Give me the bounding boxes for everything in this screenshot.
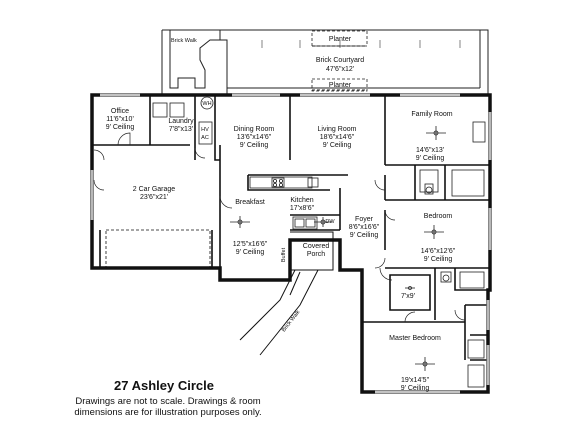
foyer-dim: 8'6"x16'6": [349, 224, 380, 231]
planter-top: [311, 30, 368, 47]
living-ceiling: 9' Ceiling: [323, 142, 352, 149]
address-title: 27 Ashley Circle: [114, 378, 214, 393]
planter-top-label: Planter: [329, 36, 352, 43]
laundry-name: Laundry: [168, 118, 194, 125]
bedroom-name: Bedroom: [424, 213, 453, 220]
hvac-label-2: AC: [201, 135, 209, 141]
kitchen-name: Kitchen: [290, 197, 313, 204]
office-ceiling: 9' Ceiling: [106, 124, 135, 131]
breakfast-ceiling: 9' Ceiling: [236, 249, 265, 256]
buffet-label: Buffet: [281, 247, 287, 262]
master-dim: 19'x14'5": [401, 377, 430, 384]
hvac-label-1: HV: [201, 127, 209, 133]
garage-door-outline: [105, 229, 211, 269]
breakfast-name: Breakfast: [235, 199, 265, 206]
dining-dim: 13'6"x14'6": [237, 134, 272, 141]
dining-name: Dining Room: [234, 126, 275, 133]
courtyard-hatching: [261, 40, 461, 48]
master-ceiling: 9' Ceiling: [401, 385, 430, 392]
disclaimer-line-1: Drawings are not to scale. Drawings & ro…: [75, 396, 261, 407]
disclaimer: Drawings are not to scale. Drawings & ro…: [28, 396, 308, 418]
courtyard-name: Brick Courtyard: [316, 57, 364, 64]
family-ceiling: 9' Ceiling: [416, 155, 445, 162]
window-lines: [91, 94, 491, 393]
master-name: Master Bedroom: [389, 335, 441, 342]
courtyard-dim: 47'6"x12': [326, 66, 354, 73]
foyer-name: Foyer: [355, 216, 374, 223]
wh-label: WH: [202, 101, 211, 107]
porch-and-walk: [239, 231, 334, 356]
dining-ceiling: 9' Ceiling: [240, 142, 269, 149]
covered-porch-label-1: Covered: [303, 243, 330, 250]
family-name: Family Room: [411, 111, 452, 118]
kitchen-dim: 17'x8'6": [290, 205, 315, 212]
bedroom-ceiling: 9' Ceiling: [424, 256, 453, 263]
dw-label: DW: [325, 219, 335, 225]
office-name: Office: [111, 108, 129, 115]
office-dim: 11'6"x10': [106, 116, 134, 123]
family-dim: 14'6"x13': [416, 147, 444, 154]
garage-dim: 23'6"x21': [140, 194, 168, 201]
closet-dim: 7'x9': [401, 293, 415, 300]
living-name: Living Room: [318, 126, 357, 133]
garage-name: 2 Car Garage: [133, 186, 176, 193]
planter-bottom-label: Planter: [329, 82, 352, 89]
brick-walk-top-label: Brick Walk: [171, 38, 197, 44]
disclaimer-line-2: dimensions are for illustration purposes…: [74, 407, 262, 418]
exterior-walls: [90, 93, 492, 394]
bedroom-dim: 14'6"x12'6": [421, 248, 456, 255]
foyer-ceiling: 9' Ceiling: [350, 232, 379, 239]
door-swings: [93, 132, 466, 323]
laundry-dim: 7'8"x13': [169, 126, 193, 133]
brick-walk-diagonal-label: Brick Walk: [281, 309, 302, 333]
planter-bottom: [311, 78, 368, 92]
fixtures: [152, 96, 486, 388]
ceiling-fans: [230, 126, 446, 371]
breakfast-dim: 12'5"x16'6": [233, 241, 268, 248]
covered-porch-label-2: Porch: [307, 251, 325, 258]
living-dim: 18'6"x14'6": [320, 134, 355, 141]
